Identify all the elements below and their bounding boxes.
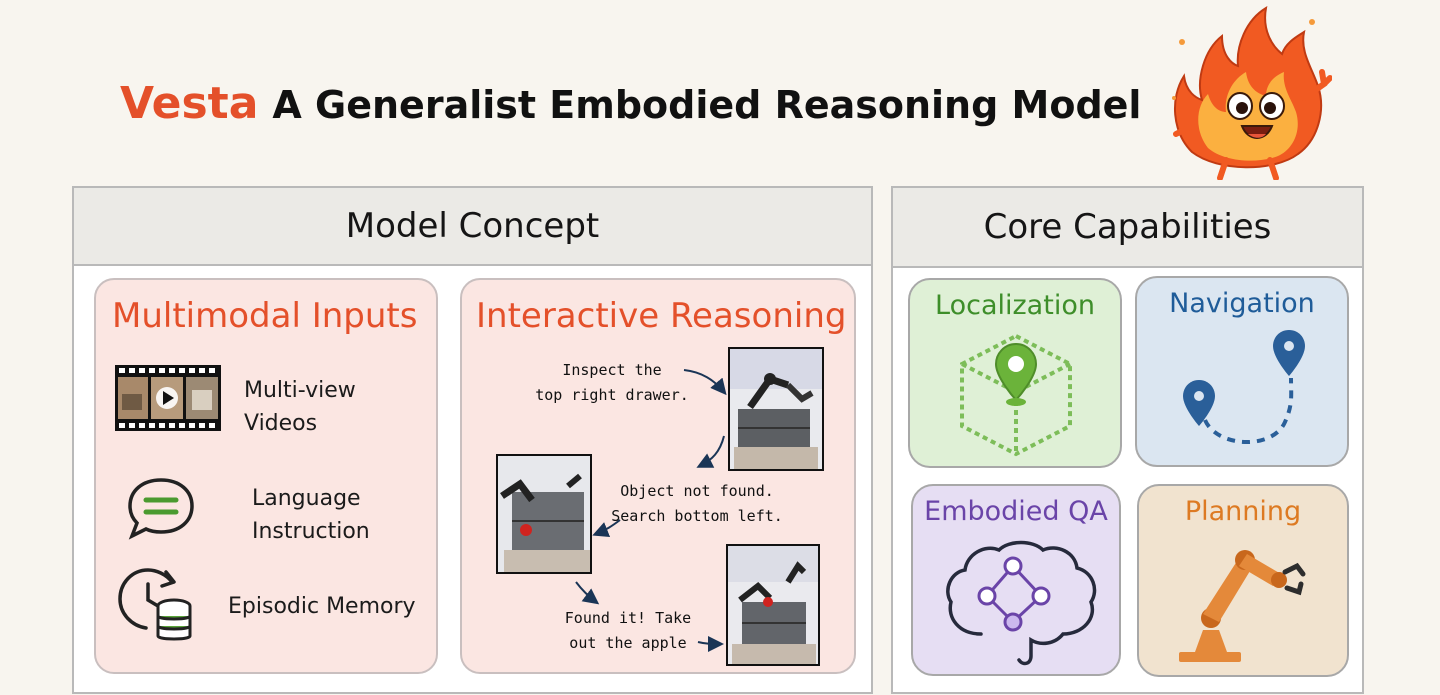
input-label-memory: Episodic Memory [228, 594, 416, 619]
input-label-videos: Multi-view Videos [244, 378, 356, 436]
model-concept-header: Model Concept [74, 188, 871, 266]
multimodal-inputs-card: Multimodal Inputs Multi-view Videos [94, 278, 438, 674]
robot-photo-1 [728, 347, 824, 471]
brand-name: Vesta [120, 78, 259, 129]
core-capabilities-header: Core Capabilities [893, 188, 1362, 268]
robot-arm-icon [1173, 544, 1323, 666]
multimodal-inputs-title: Multimodal Inputs [112, 296, 418, 336]
brain-graph-icon [941, 538, 1101, 670]
route-pins-icon [1177, 324, 1307, 454]
robot-photo-2 [496, 454, 592, 574]
reasoning-step-1: Inspect the top right drawer. [535, 361, 689, 404]
input-label-language: Language Instruction [252, 486, 370, 544]
capability-embodied-qa: Embodied QA [911, 484, 1121, 676]
interactive-reasoning-card: Interactive Reasoning Inspect the top ri… [460, 278, 856, 674]
reasoning-step-2: Object not found. Search bottom left. [611, 482, 783, 525]
reasoning-step-3: Found it! Take out the apple [564, 609, 692, 652]
capability-label: Navigation [1169, 288, 1315, 319]
interactive-reasoning-title: Interactive Reasoning [476, 296, 847, 336]
page-title: Vesta A Generalist Embodied Reasoning Mo… [120, 78, 1141, 138]
capability-navigation: Navigation [1135, 276, 1349, 467]
capability-localization: Localization [908, 278, 1122, 468]
flame-mascot-icon [1162, 2, 1332, 180]
capability-label: Embodied QA [924, 496, 1108, 527]
title-text: A Generalist Embodied Reasoning Model [272, 83, 1142, 127]
map-pin-cube-icon [954, 332, 1078, 458]
capability-planning: Planning [1137, 484, 1349, 677]
reasoning-flow-arrows [575, 369, 727, 652]
capability-label: Localization [935, 290, 1095, 321]
chat-bubble-icon [126, 476, 196, 540]
film-strip-icon [114, 364, 222, 432]
clock-database-icon [116, 566, 200, 646]
capability-label: Planning [1184, 496, 1302, 527]
robot-photo-3 [726, 544, 820, 666]
